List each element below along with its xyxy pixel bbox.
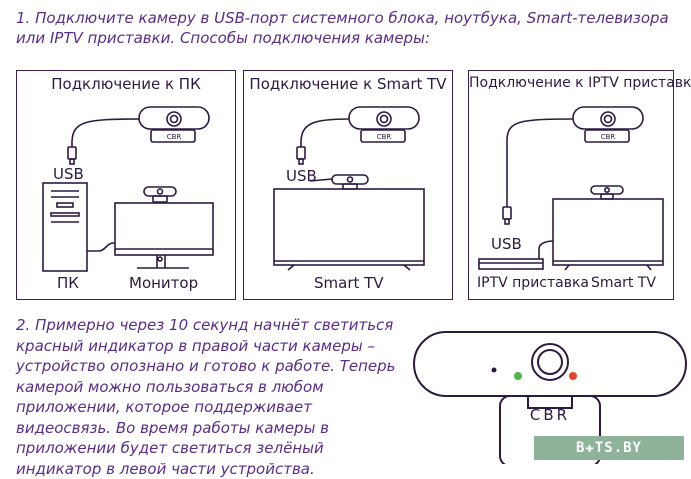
panel-pc: Подключение к ПК <box>16 70 236 300</box>
mic-dot <box>491 367 497 373</box>
panel-smarttv: Подключение к Smart TV CBR USB Smart TV <box>243 70 453 300</box>
panel-iptv: Подключение к IPTV приставке CBR USB <box>468 70 691 300</box>
red-indicator-light <box>569 372 577 380</box>
step2-instruction: 2. Примерно через 10 секунд начнёт свети… <box>16 316 396 478</box>
iptv-cam-brand: CBR <box>601 133 616 141</box>
iptv-usb-label: USB <box>491 235 522 253</box>
iptv-box-label: IPTV приставка <box>477 275 590 291</box>
pc-illustration: CBR <box>42 106 214 272</box>
pc-label: ПК <box>57 274 79 292</box>
pc-usb-label: USB <box>53 165 84 183</box>
pc-cam-brand: CBR <box>167 133 182 141</box>
camera-illustration: CBR <box>413 331 687 464</box>
camera-brand-logo: CBR <box>530 406 570 424</box>
monitor-label: Монитор <box>129 274 199 292</box>
smarttv-usb-label: USB <box>286 167 317 185</box>
step1-instruction: 1. Подключите камеру в USB-порт системно… <box>16 9 669 47</box>
watermark: B✚TS.BY <box>534 436 684 460</box>
panel-smarttv-title: Подключение к Smart TV <box>249 75 447 93</box>
panel-pc-title: Подключение к ПК <box>51 75 201 93</box>
smarttv-cam-brand: CBR <box>377 133 392 141</box>
iptv-tv-label: Smart TV <box>591 275 656 291</box>
smarttv-illustration: CBR <box>273 106 425 271</box>
panel-iptv-title: Подключение к IPTV приставке <box>469 75 691 91</box>
iptv-illustration: CBR <box>478 106 664 271</box>
green-indicator-light <box>514 372 522 380</box>
smarttv-tv-label: Smart TV <box>314 274 384 292</box>
